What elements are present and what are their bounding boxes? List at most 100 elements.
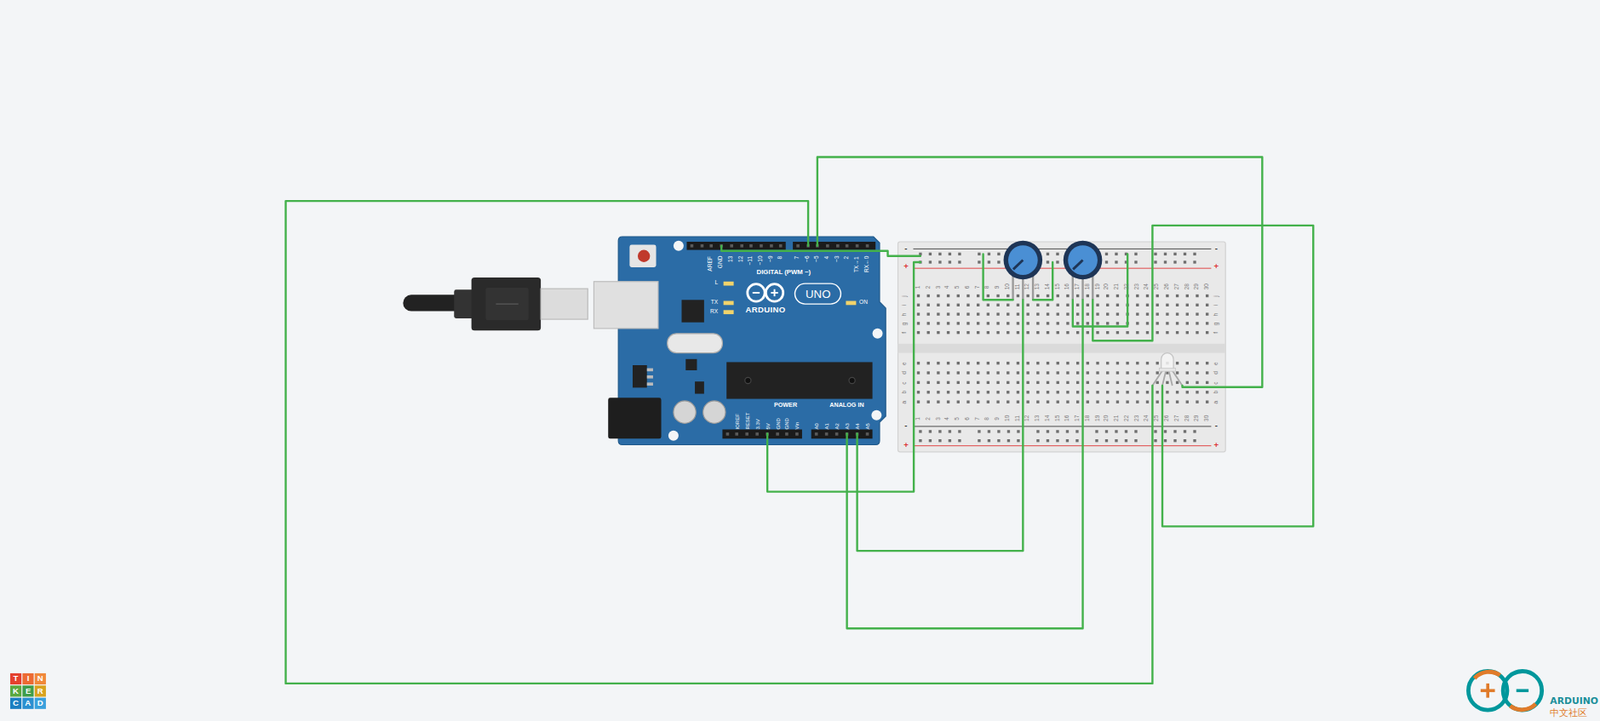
- breadboard-hole: [1195, 321, 1199, 325]
- pin-label: A3: [844, 423, 850, 430]
- header-pin: [865, 432, 870, 436]
- header-pin: [749, 244, 753, 248]
- breadboard-hole: [1175, 381, 1179, 385]
- header-pin: [795, 432, 799, 436]
- header-pin: [855, 244, 860, 248]
- breadboard-hole: [1095, 439, 1098, 442]
- breadboard-hole: [1056, 371, 1060, 374]
- logo-square: [10, 673, 22, 685]
- wire: [286, 200, 1153, 684]
- header-pin: [845, 244, 849, 248]
- breadboard-hole: [1134, 439, 1137, 442]
- breadboard-hole: [1046, 361, 1050, 365]
- rail-line: [913, 425, 1212, 427]
- breadboard-hole: [1146, 361, 1149, 365]
- row-letter: b: [1213, 390, 1220, 395]
- breadboard-hole: [996, 371, 999, 374]
- column-number: 29: [1193, 415, 1200, 422]
- breadboard-hole: [1046, 303, 1050, 307]
- breadboard-hole: [946, 371, 950, 374]
- breadboard-hole: [1125, 361, 1129, 365]
- breadboard-hole: [938, 252, 941, 256]
- logo-letter: I: [27, 675, 30, 684]
- header-pin: [745, 432, 749, 436]
- header: [686, 241, 786, 251]
- breadboard-hole: [1125, 371, 1129, 374]
- breadboard-hole: [927, 312, 930, 316]
- breadboard-hole: [1106, 294, 1109, 298]
- column-number: 28: [1184, 415, 1191, 422]
- logo-letter: D: [37, 699, 44, 708]
- mounting-hole: [871, 410, 882, 421]
- breadboard-hole: [1076, 294, 1079, 298]
- led: [723, 281, 735, 287]
- breadboard-hole: [987, 439, 991, 442]
- breadboard-hole: [1114, 252, 1118, 256]
- pot-body: [1003, 240, 1044, 281]
- row-letter: e: [901, 361, 908, 366]
- breadboard-hole: [957, 361, 960, 365]
- row-letter: c: [1213, 381, 1220, 385]
- column-number: 11: [1015, 415, 1021, 422]
- column-number: 10: [1004, 283, 1011, 290]
- breadboard-hole: [1135, 381, 1139, 385]
- header-pin: [739, 244, 744, 248]
- breadboard-hole: [1164, 430, 1167, 433]
- pin-label: 13: [728, 255, 735, 262]
- rail-sign: -: [1215, 422, 1218, 431]
- breadboard-hole: [1056, 331, 1060, 334]
- header-pin: [836, 244, 840, 248]
- breadboard-hole: [1186, 381, 1189, 385]
- logo-plus: [774, 289, 776, 297]
- breadboard-hole: [986, 371, 990, 374]
- breadboard-hole: [927, 303, 930, 307]
- led-dome: [1161, 353, 1174, 370]
- breadboard-hole: [1125, 331, 1129, 334]
- pin-label: GND: [774, 418, 780, 430]
- usb-mark: [495, 303, 518, 304]
- breadboard-hole: [976, 381, 980, 385]
- logo-letter: E: [25, 687, 31, 696]
- breadboard-hole: [1116, 312, 1119, 316]
- pin-label: 3.3V: [754, 418, 760, 430]
- breadboard-hole: [1076, 331, 1079, 334]
- wire: [847, 299, 1084, 629]
- breadboard-hole: [936, 312, 940, 316]
- breadboard-hole: [1135, 331, 1139, 334]
- breadboard-hole: [1165, 390, 1169, 394]
- breadboard-hole: [927, 371, 930, 374]
- breadboard-hole: [1026, 303, 1029, 307]
- breadboard-hole: [1055, 252, 1059, 256]
- breadboard-hole: [1016, 361, 1020, 365]
- breadboard-hole: [1116, 331, 1119, 334]
- breadboard-hole: [927, 321, 930, 325]
- column-number: 9: [994, 285, 1001, 289]
- breadboard-hole: [1006, 400, 1010, 403]
- breadboard-hole: [946, 303, 950, 307]
- breadboard-hole: [1165, 303, 1169, 307]
- breadboard-hole: [1175, 303, 1179, 307]
- breadboard-hole: [966, 303, 970, 307]
- column-number: 23: [1134, 415, 1141, 422]
- breadboard-hole: [966, 400, 970, 403]
- breadboard-hole: [1016, 294, 1020, 298]
- breadboard-hole: [1016, 303, 1020, 307]
- column-number: 4: [945, 416, 952, 420]
- breadboard-hole: [917, 321, 920, 325]
- breadboard-hole: [1175, 294, 1179, 298]
- breadboard-hole: [976, 294, 980, 298]
- breadboard-hole: [1026, 361, 1029, 365]
- rail-sign: +: [903, 441, 909, 451]
- led: [845, 301, 856, 306]
- pin-label: ~10: [757, 255, 764, 265]
- breadboard-hole: [936, 381, 940, 385]
- breadboard-hole: [1153, 252, 1157, 256]
- column-number: 20: [1104, 283, 1111, 290]
- breadboard-hole: [1016, 390, 1020, 394]
- pin-label: 5V: [764, 423, 770, 430]
- mounting-hole: [872, 328, 884, 339]
- wire: [1032, 262, 1053, 300]
- breadboard-hole: [977, 260, 981, 264]
- row-letter: j: [901, 295, 908, 297]
- column-number: 1: [915, 285, 922, 289]
